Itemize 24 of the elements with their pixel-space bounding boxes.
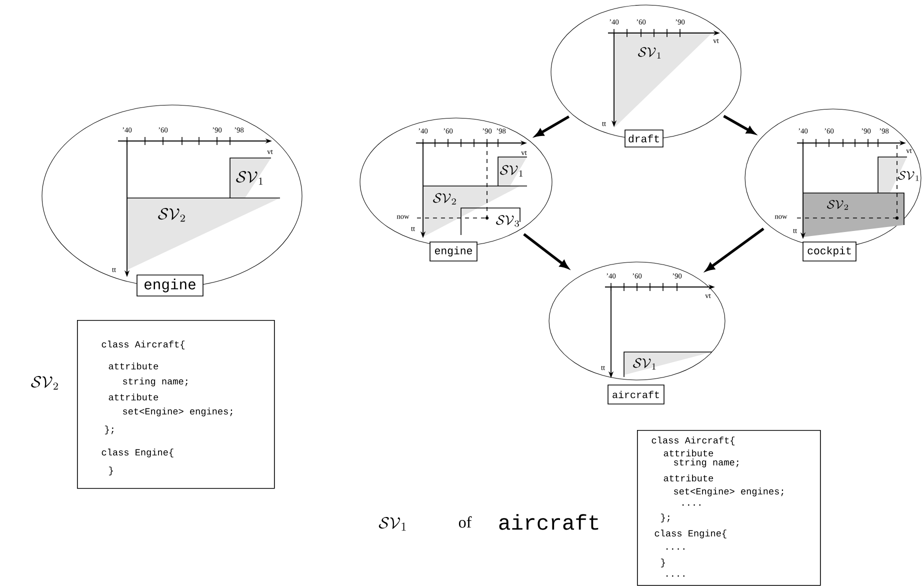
region-label: $\mathcal{SV}_{2}$ xyxy=(433,193,456,205)
arrow xyxy=(523,233,568,269)
region-label: $\mathcal{SV}_{2}$ xyxy=(158,208,185,222)
region-label: $\mathcal{SV}_{3}$ xyxy=(496,215,519,227)
region-label: $\mathcal{SV}_{1}$ xyxy=(378,517,406,531)
caption-text: aircraft xyxy=(499,514,598,530)
name-box: draft xyxy=(624,130,664,148)
name-box: aircraft xyxy=(608,384,664,404)
arrow xyxy=(723,114,756,134)
caption-text: of xyxy=(458,516,472,528)
name-box: cockpit xyxy=(802,242,856,262)
arrow xyxy=(535,116,570,137)
region-label: $\mathcal{SV}_{1}$ xyxy=(638,47,661,59)
region-label: $\mathcal{SV}_{2}$ xyxy=(31,376,58,390)
region-label: $\mathcal{SV}_{1}$ xyxy=(500,165,523,177)
code-box: class Aircraft{ attribute string name; attribute set<Engine> engines; }; class Engine{ } xyxy=(77,320,275,489)
region-label: $\mathcal{SV}_{1}$ xyxy=(898,170,919,181)
region-label: $\mathcal{SV}_{1}$ xyxy=(236,171,263,185)
name-box: engine xyxy=(430,242,478,262)
region-label: $\mathcal{SV}_{2}$ xyxy=(827,200,848,210)
code-box: class Aircraft{ attribute string name; attribute set<Engine> engines; .... }; class Engine{ .... } .... xyxy=(637,430,821,586)
name-box: engine xyxy=(136,274,204,296)
arrow xyxy=(706,228,764,272)
region-label: $\mathcal{SV}_{1}$ xyxy=(633,358,656,370)
